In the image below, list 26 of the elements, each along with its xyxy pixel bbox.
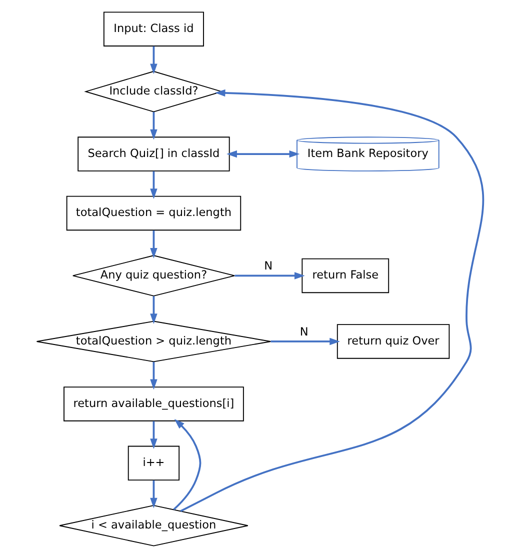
node-diamond: i < available_question xyxy=(59,504,248,546)
arrow xyxy=(173,418,202,510)
edge-label: N xyxy=(300,325,308,338)
node-box: Search Quiz[] in classId xyxy=(78,136,230,172)
arrow xyxy=(150,362,158,390)
arrow xyxy=(226,150,300,158)
arrow xyxy=(150,171,158,200)
arrow xyxy=(234,272,305,280)
arrow xyxy=(150,112,158,140)
node-box: i++ xyxy=(128,446,180,481)
arrow xyxy=(150,296,158,324)
node-box: Input: Class id xyxy=(103,12,204,46)
node-box: totalQuestion = quiz.length xyxy=(66,196,242,231)
arrow xyxy=(150,46,158,74)
node-box: return quiz Over xyxy=(336,324,450,359)
node-diamond: Any quiz question? xyxy=(72,255,236,296)
arrow xyxy=(150,230,158,258)
node-box: return False xyxy=(302,258,390,294)
node-diamond: Include classId? xyxy=(84,70,224,112)
node-box: return available_questions[i] xyxy=(64,386,244,422)
arrow xyxy=(180,89,484,512)
arrow xyxy=(150,421,158,449)
edge-label: N xyxy=(264,260,273,273)
node-diamond: totalQuestion > quiz.length xyxy=(36,320,272,362)
arrow xyxy=(270,338,340,346)
arrow xyxy=(150,480,158,508)
